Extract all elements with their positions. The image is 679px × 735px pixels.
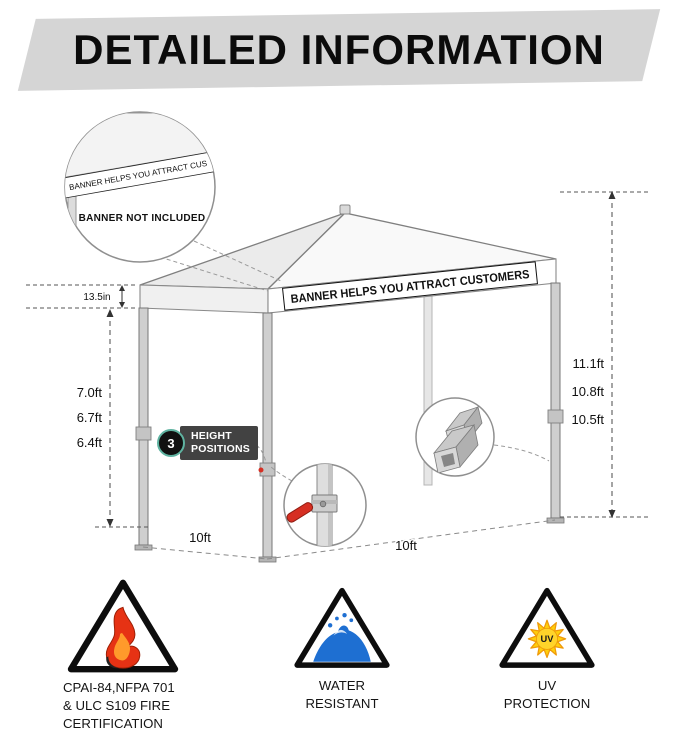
fire-triangle-icon	[67, 579, 179, 673]
banner-zoom-inset: BANNER HELPS YOU ATTRACT CUS BANNER NOT …	[64, 111, 216, 263]
front-leg-lever-dot	[258, 467, 264, 473]
lever-bolt	[319, 500, 327, 508]
feature-fire-certification: CPAI-84,NFPA 701 & ULC S109 FIRE CERTIFI…	[55, 574, 191, 734]
leg-height-label-2: 6.7ft	[77, 410, 103, 425]
right-height-dimension: 11.1ft 10.8ft 10.5ft	[560, 191, 648, 518]
header-band: DETAILED INFORMATION	[17, 9, 661, 91]
leg-height-label-3: 6.4ft	[77, 435, 103, 450]
width-dimensions	[142, 519, 556, 560]
water-resistant-caption: WATER RESISTANT	[305, 678, 379, 712]
leg-height-label-1: 7.0ft	[77, 385, 103, 400]
left-height-dimension: 7.0ft 6.7ft 6.4ft	[77, 309, 150, 528]
valance-height-dimension: 13.5in	[26, 284, 138, 309]
peak-height-label-2: 10.8ft	[571, 384, 604, 399]
height-positions-count: 3	[157, 429, 185, 458]
tent-right-leg	[550, 282, 561, 519]
page-title: DETAILED INFORMATION	[73, 26, 605, 73]
uv-sun-label: UV	[541, 634, 555, 644]
front-foot-plate	[258, 556, 277, 563]
water-triangle-icon	[294, 587, 390, 668]
uv-triangle-icon: UV	[499, 587, 595, 668]
right-foot-plate	[546, 517, 565, 524]
width-front-label: 10ft	[395, 538, 417, 553]
peak-height-label-3: 10.5ft	[571, 412, 604, 427]
tent-left-leg	[138, 307, 149, 546]
height-positions-badge: 3 HEIGHT POSITIONS	[157, 426, 258, 461]
square-tube-icon	[432, 406, 483, 474]
uv-protection-caption: UV PROTECTION	[503, 678, 591, 712]
width-dimension-front-line	[266, 519, 556, 560]
left-leg-adjuster	[135, 426, 152, 441]
feature-water-resistant: WATER RESISTANT	[283, 583, 401, 713]
canopy-tent-diagram: BANNER HELPS YOU ATTRACT CUSTOMERS 10ft …	[26, 111, 648, 563]
tent-front-leg	[262, 312, 273, 558]
clamp-zoom-inset	[283, 463, 367, 547]
fire-certification-caption: CPAI-84,NFPA 701 & ULC S109 FIRE CERTIFI…	[63, 680, 175, 732]
width-dimension-left-line	[142, 546, 268, 560]
height-positions-label: HEIGHT POSITIONS	[180, 426, 258, 461]
banner-not-included-note: BANNER NOT INCLUDED	[79, 213, 206, 224]
tent-legs	[134, 282, 565, 563]
water-icon	[313, 612, 371, 662]
feature-uv-protection: UV UV PROTECTION	[488, 583, 606, 713]
thumb-lever-icon	[286, 502, 314, 523]
tube-zoom-inset	[415, 397, 495, 477]
uv-sun-icon: UV	[527, 619, 567, 659]
peak-height-label-1: 11.1ft	[572, 356, 604, 371]
peak-cap	[339, 204, 351, 215]
width-left-label: 10ft	[189, 530, 211, 545]
flame-icon	[105, 606, 141, 669]
right-leg-adjuster	[547, 409, 564, 424]
valance-height-label: 13.5in	[83, 292, 110, 303]
